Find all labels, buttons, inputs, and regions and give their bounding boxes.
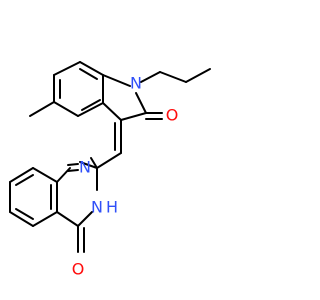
molecule-drawing: N O N N H O <box>9 61 211 279</box>
bond-ring-a5 <box>53 61 81 76</box>
bond-qb-4-inner <box>15 208 34 220</box>
bond-propyl-2 <box>159 71 187 83</box>
bond-q-n1-c8a-double <box>67 169 79 172</box>
bond-qb-5 <box>32 211 58 227</box>
bond-q-c2-n1b <box>79 161 98 169</box>
bond-qb-2 <box>9 167 34 183</box>
bond-c2-c3 <box>120 112 147 121</box>
bond-propyl-1 <box>140 71 161 83</box>
bond-ring-a1 <box>53 101 79 117</box>
bond-q-c4-c4a <box>56 211 79 227</box>
bond-qb-4 <box>9 211 34 227</box>
bond-ring-a2-inner <box>81 99 101 111</box>
atom-o-quin-4: O <box>72 260 85 279</box>
bond-c7a-n1 <box>102 74 131 87</box>
bond-q-c2-n1 <box>90 157 98 169</box>
atom-n-indole: N <box>130 74 142 93</box>
bond-ring-a4-inner <box>79 68 98 80</box>
bond-methyl <box>29 101 55 117</box>
atom-o-indole: O <box>166 106 179 125</box>
bond-propyl-3 <box>185 68 211 83</box>
bond-qb-2-inner <box>15 174 34 186</box>
bond-q-c8a-n1 <box>56 167 71 183</box>
bond-c3a-c3 <box>102 102 122 121</box>
atom-h-quin-3: H <box>106 198 118 217</box>
bond-n1-c2 <box>135 92 147 114</box>
bond-q-n3-c4 <box>77 211 93 227</box>
bond-q-n1-c8a <box>67 163 79 166</box>
bond-ch-c2q <box>96 152 122 169</box>
bond-ring-a4 <box>79 61 104 76</box>
atom-n-quin-3: N <box>91 198 103 217</box>
bond-qb-1 <box>32 167 58 183</box>
atom-n-quin-1: N <box>79 158 91 177</box>
bond-ring-a2 <box>77 102 104 117</box>
structure-canvas: N O N N H O <box>9 61 211 279</box>
